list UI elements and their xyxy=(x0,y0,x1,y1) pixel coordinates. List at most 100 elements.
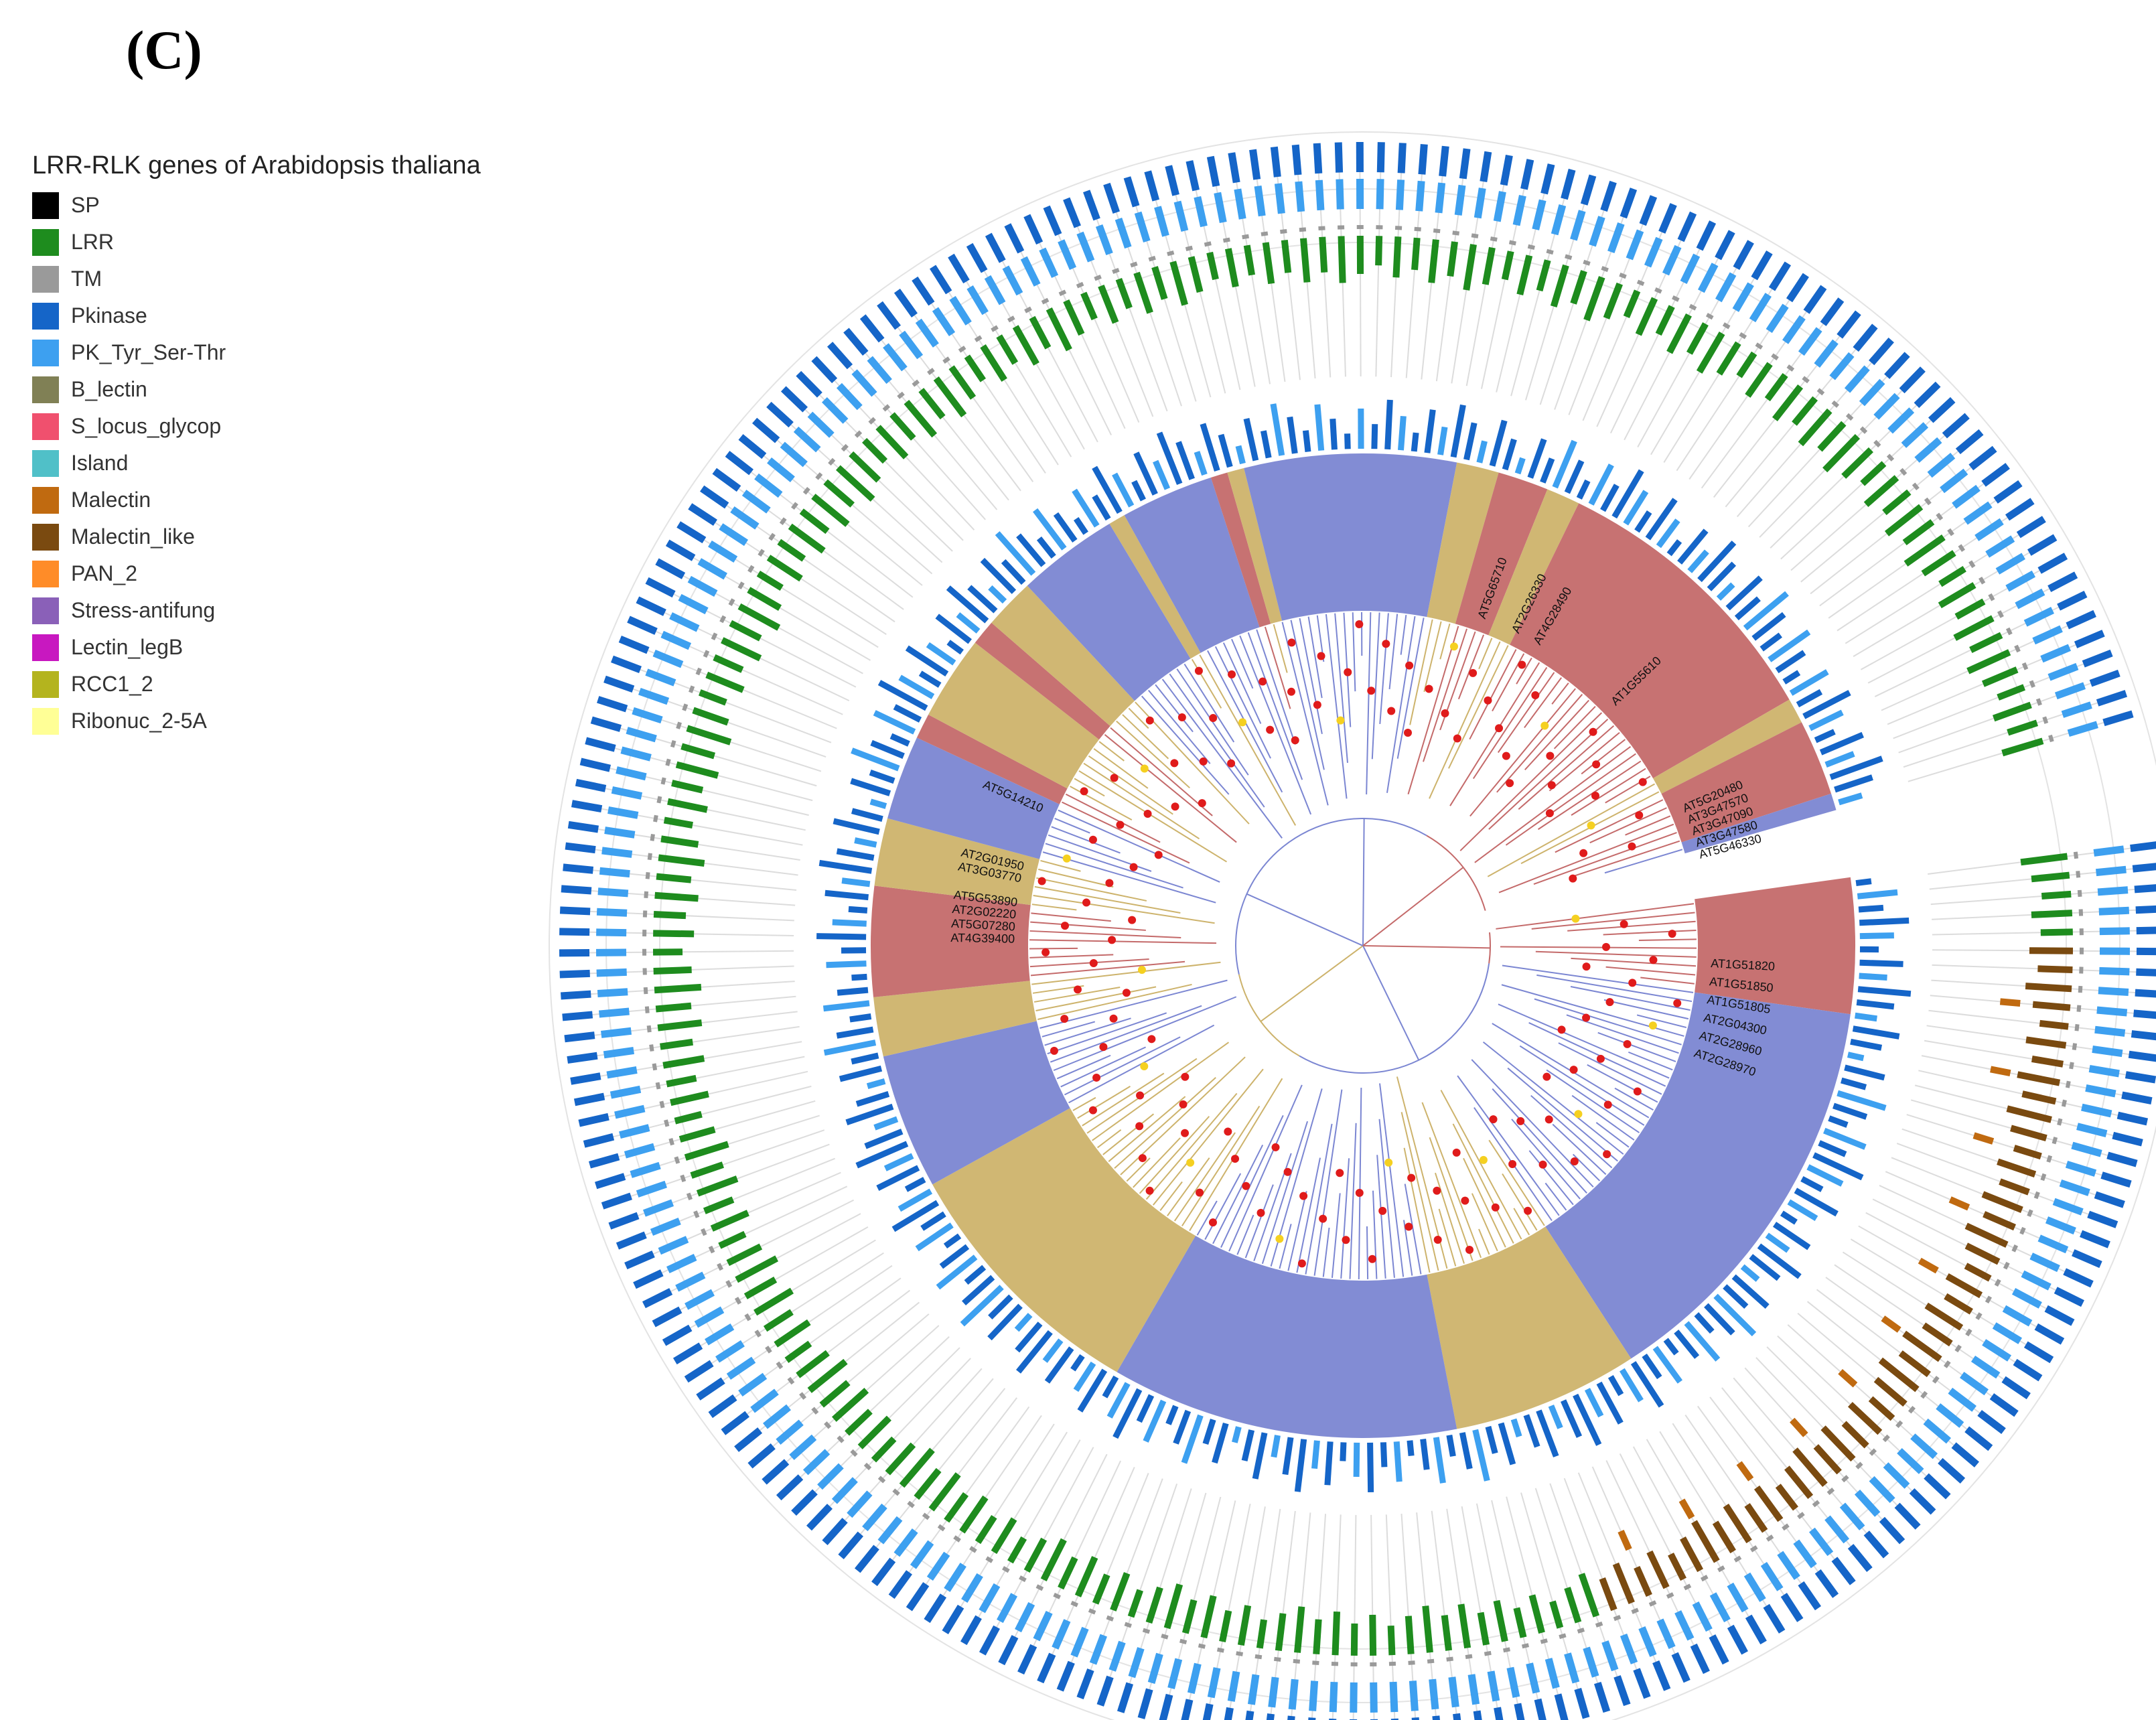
tm-bar xyxy=(1766,1534,1774,1542)
tree-branch xyxy=(1404,1184,1422,1275)
lrr-bar xyxy=(756,571,784,591)
pkinase-bar xyxy=(791,1489,818,1516)
pk-tyr-bar xyxy=(2099,966,2130,976)
pk-tyr-bar xyxy=(1940,468,1968,494)
pk-tyr-bar xyxy=(1002,265,1023,296)
pk-tyr-bar xyxy=(596,968,627,977)
pk-tyr-bar xyxy=(675,1271,706,1292)
tm-bar xyxy=(1452,230,1460,236)
bootstrap-node xyxy=(1319,1214,1327,1223)
pk-tyr-bar xyxy=(2029,1252,2060,1273)
pk-tyr-bar xyxy=(1883,1462,1910,1489)
lrr-bar xyxy=(1392,236,1402,278)
pk-tyr-bar xyxy=(1839,1502,1865,1530)
lrr-bar xyxy=(1127,1589,1143,1618)
pk-tyr-bar xyxy=(1214,192,1227,224)
bootstrap-node xyxy=(1088,835,1097,844)
pk-tyr-bar xyxy=(697,558,727,580)
lrr-bar xyxy=(857,1415,891,1449)
malectin-like-bar xyxy=(2017,1071,2061,1086)
pkinase-bar xyxy=(2016,516,2046,539)
tm-bar xyxy=(1179,1638,1188,1645)
pkinase-bar xyxy=(561,885,592,895)
tm-bar xyxy=(1648,1600,1657,1607)
lrr-bar xyxy=(1007,1536,1027,1564)
bootstrap-node xyxy=(1181,1072,1190,1081)
pk-tyr-bar xyxy=(926,1551,950,1581)
lrr-bar xyxy=(1716,341,1741,376)
tm-bar xyxy=(1167,250,1175,257)
pkinase-bar xyxy=(854,1545,879,1573)
pk-tyr-bar xyxy=(1873,392,1900,420)
bootstrap-node xyxy=(1508,1159,1517,1168)
legend-item: Lectin_legB xyxy=(32,629,481,666)
tm-bar xyxy=(907,1500,915,1508)
lrr-bar xyxy=(1822,434,1861,473)
pk-tyr-bar xyxy=(632,707,663,724)
tree-branch xyxy=(1155,684,1194,733)
tree-branch xyxy=(1083,762,1200,840)
tree-branch xyxy=(1062,801,1190,864)
tree-branch xyxy=(1366,612,1372,795)
pkinase-bar xyxy=(564,1031,595,1043)
tree-branch xyxy=(1589,807,1667,844)
inner-kinase-bar xyxy=(1749,1254,1781,1281)
bootstrap-node xyxy=(1603,1100,1612,1109)
clade-sectors xyxy=(871,453,1855,1438)
lrr-bar xyxy=(1764,372,1788,402)
lrr-bar xyxy=(1145,1586,1163,1624)
lrr-bar xyxy=(678,1126,716,1143)
pkinase-bar xyxy=(1580,174,1597,206)
pk-tyr-bar xyxy=(1995,553,2025,575)
inner-kinase-bar xyxy=(1787,1199,1818,1222)
lrr-bar xyxy=(1457,1603,1471,1649)
pk-tyr-bar xyxy=(1749,293,1772,323)
tm-bar xyxy=(1739,332,1747,340)
bootstrap-node xyxy=(1037,877,1046,885)
pk-tyr-bar xyxy=(2081,1103,2112,1118)
pkinase-bar xyxy=(924,1593,947,1624)
lrr-bar xyxy=(1262,242,1275,285)
bootstrap-node xyxy=(1256,1208,1265,1217)
tm-bar xyxy=(1041,297,1050,305)
bootstrap-node xyxy=(1433,1186,1441,1195)
inner-kinase-bar xyxy=(816,933,867,940)
tree-branch xyxy=(1244,1184,1274,1259)
pkinase-bar xyxy=(859,314,885,343)
pkinase-bar xyxy=(1837,310,1861,339)
inner-kinase-bar xyxy=(946,640,964,655)
lrr-bar xyxy=(663,816,693,829)
tm-bar xyxy=(758,549,765,557)
inner-kinase-bar xyxy=(854,837,877,848)
clade-sector xyxy=(873,981,1037,1057)
pk-tyr-bar xyxy=(687,575,718,597)
tree-branch xyxy=(1511,1119,1581,1200)
inner-kinase-bar xyxy=(1796,689,1823,708)
pkinase-bar xyxy=(893,288,918,318)
bootstrap-node xyxy=(1177,713,1186,722)
tree-branch xyxy=(1236,1214,1254,1255)
inner-kinase-bar xyxy=(1697,541,1737,583)
tree-branch xyxy=(1029,954,1114,958)
tm-bar xyxy=(703,650,710,658)
bootstrap-node xyxy=(1186,1158,1195,1167)
tree-branch xyxy=(1434,1172,1465,1264)
pkinase-bar xyxy=(948,253,970,284)
pk-tyr-bar xyxy=(2065,1160,2097,1177)
lrr-bar xyxy=(1792,396,1818,426)
bootstrap-node xyxy=(1227,759,1236,768)
inner-kinase-bar xyxy=(1014,1313,1033,1332)
tm-bar xyxy=(737,581,745,589)
malectin-like-bar xyxy=(1668,1553,1686,1581)
inner-kinase-bar xyxy=(1420,1439,1430,1470)
malectin-bar xyxy=(1838,1369,1858,1388)
tm-bar xyxy=(1595,1621,1603,1628)
inner-kinase-bar xyxy=(1684,1321,1721,1362)
inner-kinase-bar xyxy=(1800,1175,1824,1192)
lrr-bar xyxy=(655,1002,692,1013)
bootstrap-node xyxy=(1110,774,1119,782)
tree-branch xyxy=(1478,638,1493,670)
tree-branch xyxy=(1273,624,1288,673)
lrr-bar xyxy=(1441,1615,1453,1651)
inner-kinase-bar xyxy=(1623,490,1649,526)
